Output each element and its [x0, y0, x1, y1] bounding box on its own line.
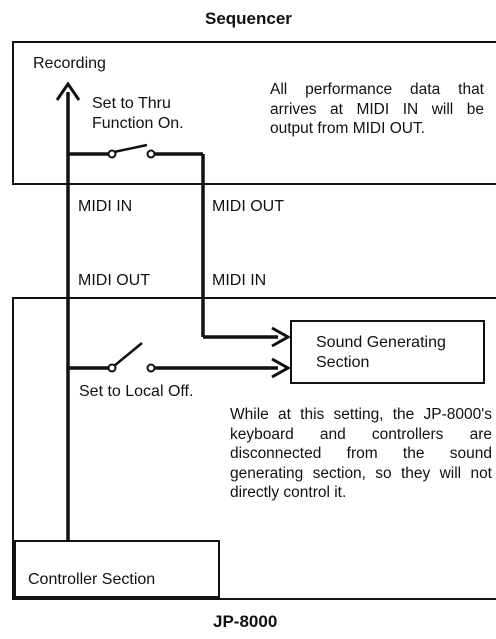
jp-midi-in-label: MIDI IN: [212, 272, 267, 289]
thru-label-line1: Set to Thru: [92, 95, 171, 112]
local-switch-contact-left: [107, 363, 117, 373]
thru-switch-lever: [113, 143, 148, 154]
sound-arrow-head-bottom: [271, 357, 292, 379]
seq-midi-in-label: MIDI IN: [78, 198, 133, 215]
sound-arrow-head-top: [271, 326, 292, 348]
seq-midi-out-label: MIDI OUT: [212, 198, 284, 215]
sound-generating-label-line1: Sound Generating: [316, 334, 446, 351]
jp-midi-out-label: MIDI OUT: [78, 272, 150, 289]
local-switch-lever: [113, 342, 143, 367]
controller-section-box: [14, 540, 220, 598]
sequencer-title: Sequencer: [205, 9, 292, 28]
local-switch-contact-right: [146, 363, 156, 373]
recording-label: Recording: [33, 55, 106, 72]
thru-label-line2: Function On.: [92, 115, 184, 132]
sequencer-box: [12, 41, 496, 185]
local-off-label: Set to Local Off.: [79, 383, 194, 400]
thru-note: All performance data that arrives at MID…: [270, 81, 484, 137]
thru-switch-contact-left: [107, 149, 117, 159]
jp8000-title: JP-8000: [213, 612, 278, 631]
local-off-note: While at this setting, the JP-8000's key…: [230, 406, 492, 501]
thru-switch-contact-right: [146, 149, 156, 159]
recording-arrow-head: [55, 81, 81, 101]
controller-section-label: Controller Section: [28, 571, 156, 588]
sound-generating-section-box: [290, 320, 485, 384]
sound-generating-label-line2: Section: [316, 354, 370, 371]
